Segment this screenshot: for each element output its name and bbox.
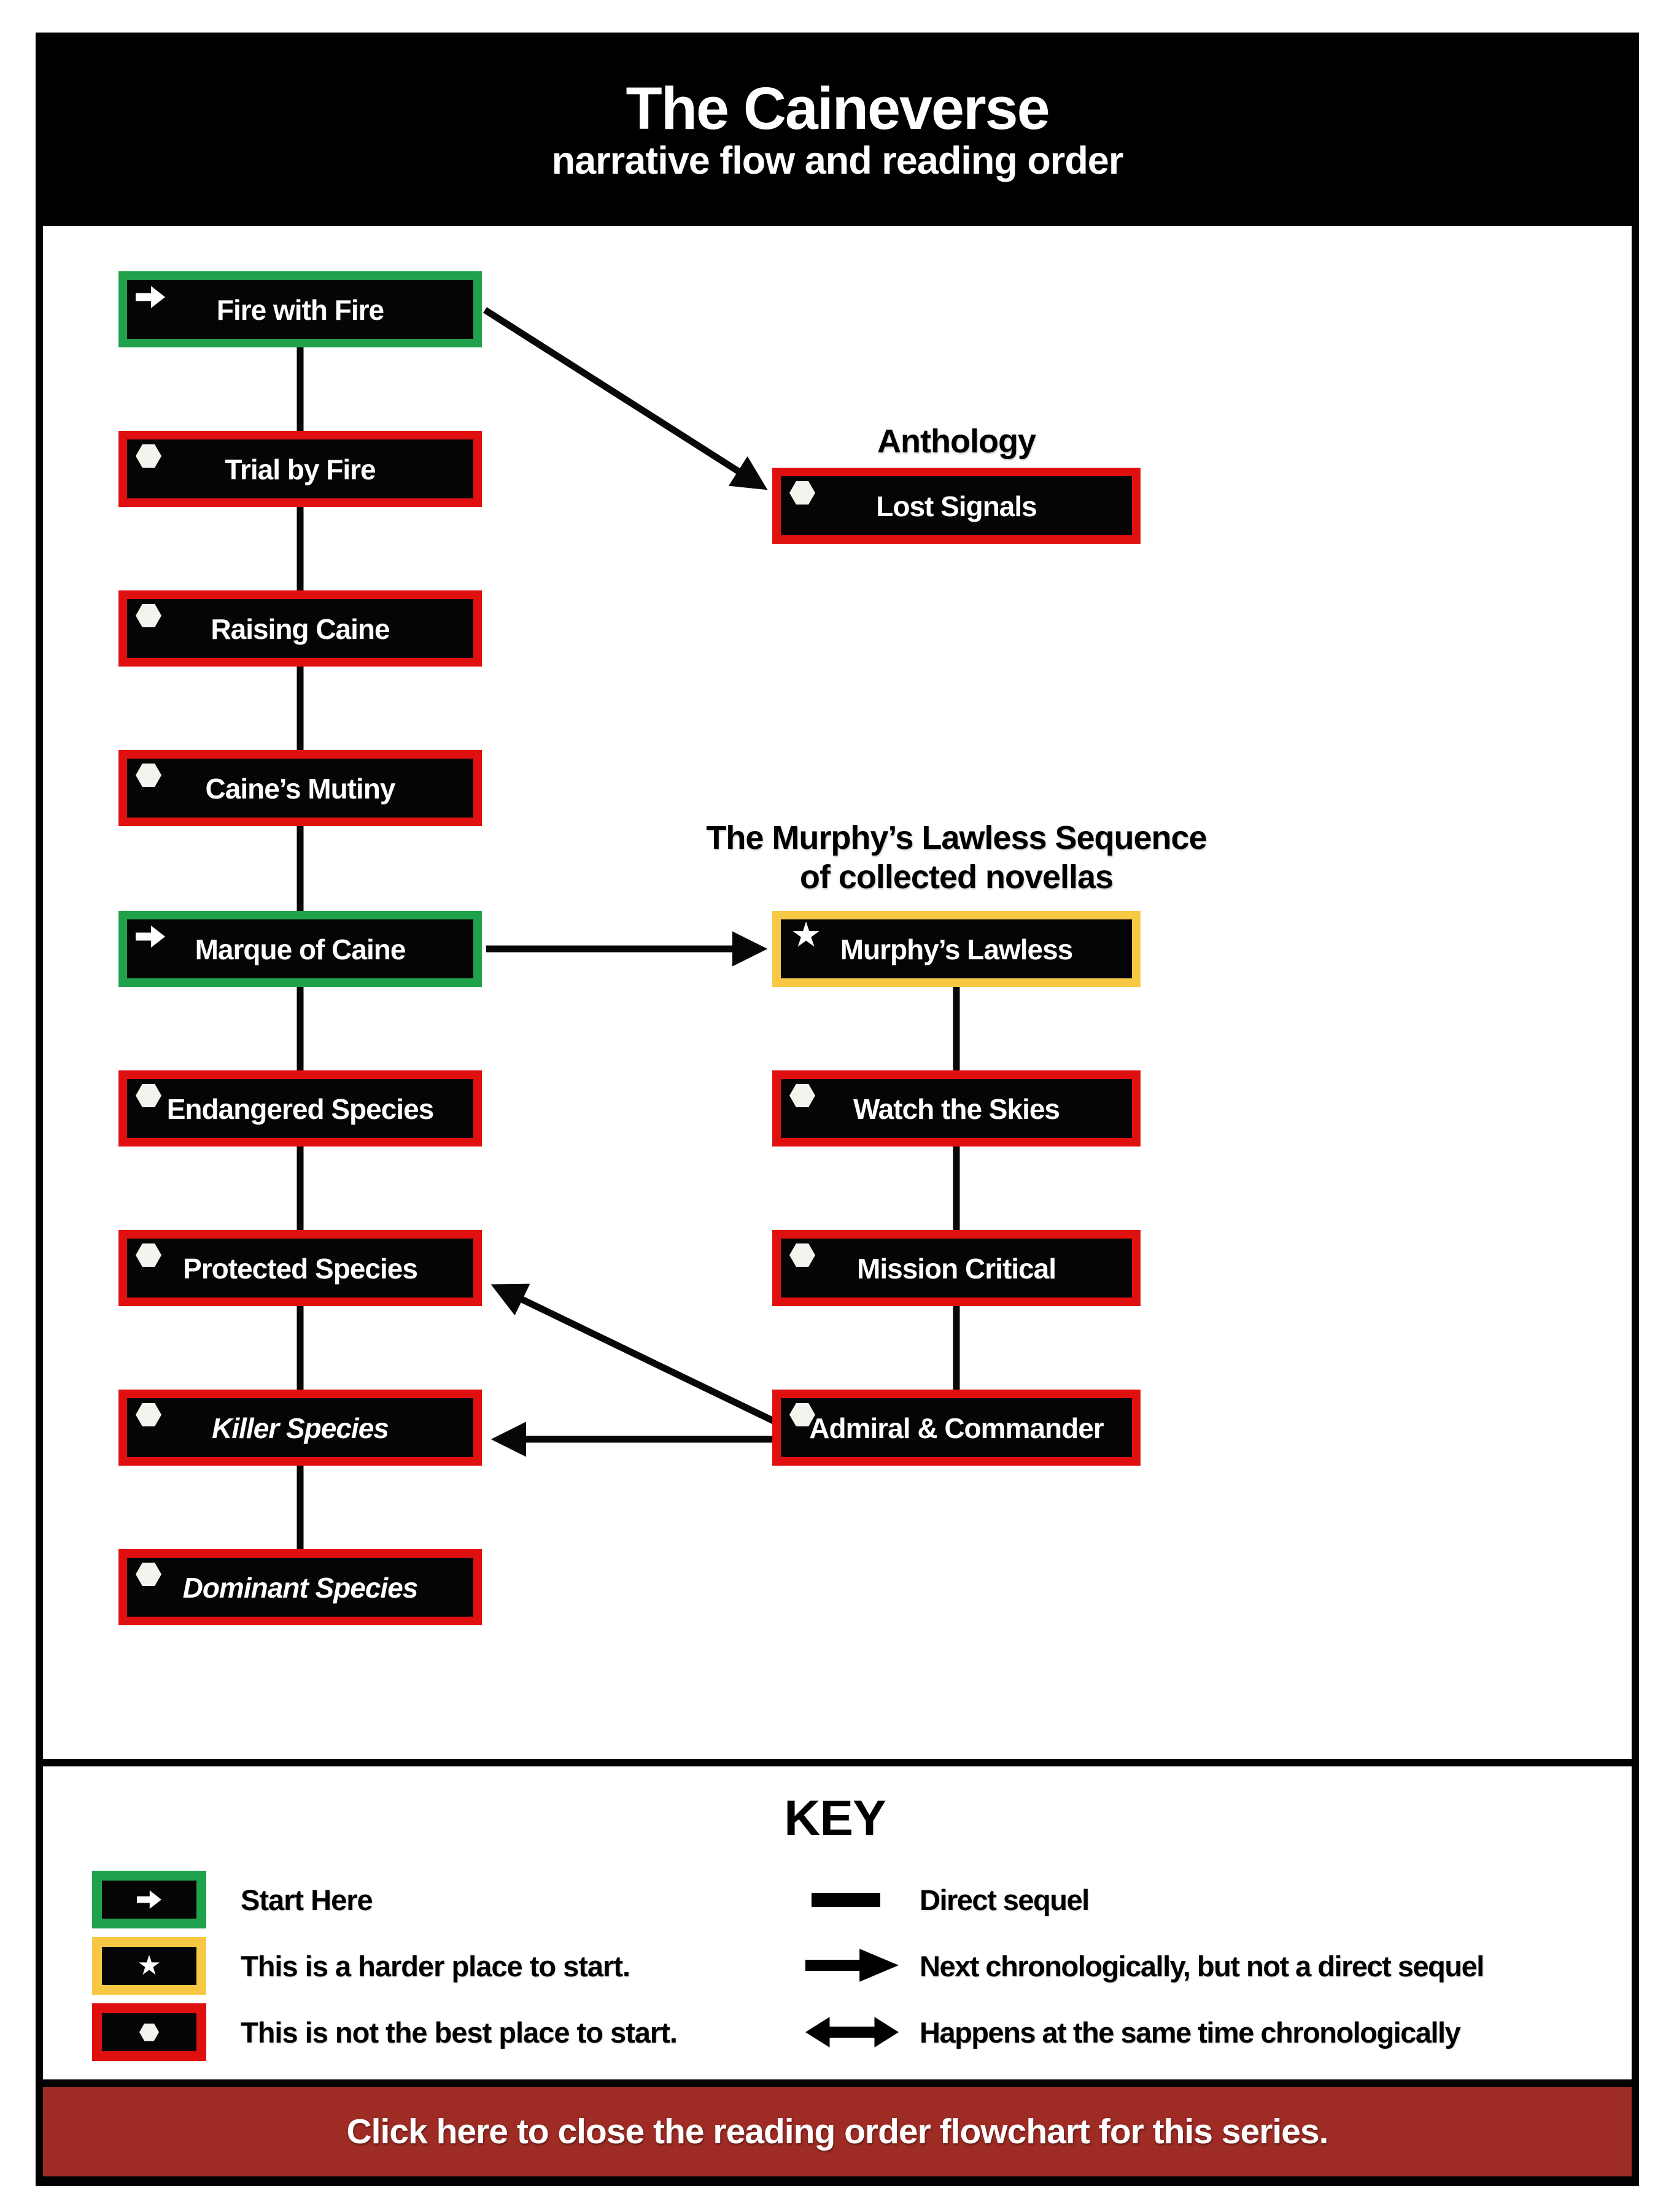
title-bar: The Caineverse narrative flow and readin… — [36, 33, 1639, 226]
node-label: Murphy’s Lawless — [840, 934, 1074, 965]
node-trial-by-fire: Trial by Fire — [118, 431, 482, 507]
node-fire-with-fire: Fire with Fire — [118, 271, 482, 347]
key-label-direct-sequel: Direct sequel — [920, 1883, 1090, 1916]
node-label: Marque of Caine — [195, 934, 406, 965]
node-label: Fire with Fire — [216, 294, 384, 326]
hexagon-icon — [136, 1403, 161, 1426]
node-lost-signals: Lost Signals — [772, 468, 1141, 544]
connector-fire-to-lostsignals — [483, 307, 768, 490]
page-subtitle: narrative flow and reading order — [551, 139, 1124, 182]
node-caines-mutiny: Caine’s Mutiny — [118, 750, 482, 826]
hexagon-icon — [789, 1243, 815, 1267]
key-label-next-chronologically: Next chronologically, but not a direct s… — [920, 1949, 1484, 1982]
key-area — [36, 1759, 1639, 2079]
murphys-sequence-heading-line1: The Murphy’s Lawless Sequence — [706, 819, 1207, 856]
close-flowchart-label: Click here to close the reading order fl… — [346, 2112, 1329, 2151]
key-label-harder: This is a harder place to start. — [241, 1949, 630, 1982]
star-icon: ★ — [137, 1950, 161, 1981]
connector-admiral-to-protected — [490, 1283, 777, 1425]
hexagon-icon — [136, 444, 161, 468]
key-swatch-not-best — [92, 2003, 206, 2061]
hexagon-icon — [136, 604, 161, 627]
node-label: Endangered Species — [166, 1093, 434, 1125]
start-arrow-icon — [136, 286, 165, 308]
start-arrow-icon — [136, 926, 165, 948]
key-swatch-start — [92, 1871, 206, 1928]
node-label: Caine’s Mutiny — [205, 773, 396, 805]
direct-sequel-line-icon — [812, 1893, 880, 1907]
page-title: The Caineverse — [626, 74, 1050, 142]
hexagon-icon — [136, 1243, 161, 1267]
node-label: Mission Critical — [857, 1253, 1056, 1285]
node-label: Dominant Species — [182, 1572, 419, 1604]
node-label: Protected Species — [183, 1253, 418, 1285]
close-flowchart-button[interactable]: Click here to close the reading order fl… — [36, 2079, 1639, 2186]
key-swatch-harder: ★ — [92, 1937, 206, 1995]
node-murphys-lawless: ★ Murphy’s Lawless — [772, 911, 1141, 987]
hexagon-icon — [789, 481, 815, 505]
key-label-start: Start Here — [241, 1883, 373, 1916]
hexagon-icon — [136, 1084, 161, 1107]
node-raising-caine: Raising Caine — [118, 590, 482, 667]
key-label-same-time: Happens at the same time chronologically — [920, 2016, 1461, 2049]
anthology-heading: Anthology — [877, 423, 1036, 460]
node-label: Admiral & Commander — [809, 1412, 1104, 1444]
node-killer-species: Killer Species — [118, 1390, 482, 1466]
start-arrow-icon — [137, 1890, 161, 1909]
node-admiral-commander: Admiral & Commander — [772, 1390, 1141, 1466]
star-icon: ★ — [791, 915, 822, 955]
node-label: Killer Species — [212, 1412, 389, 1444]
node-dominant-species: Dominant Species — [118, 1549, 482, 1625]
node-label: Lost Signals — [876, 490, 1037, 522]
hexagon-icon — [789, 1084, 815, 1107]
node-marque-of-caine: Marque of Caine — [118, 911, 482, 987]
node-protected-species: Protected Species — [118, 1230, 482, 1306]
node-label: Watch the Skies — [853, 1093, 1060, 1125]
hexagon-icon — [136, 1563, 161, 1586]
node-mission-critical: Mission Critical — [772, 1230, 1141, 1306]
key-heading: KEY — [784, 1790, 886, 1846]
key-label-not-best: This is not the best place to start. — [241, 2016, 678, 2049]
hexagon-icon — [136, 764, 161, 787]
node-label: Trial by Fire — [225, 454, 376, 485]
hexagon-icon — [139, 2023, 159, 2041]
murphys-sequence-heading-line2: of collected novellas — [799, 858, 1114, 895]
node-label: Raising Caine — [211, 613, 390, 645]
node-watch-the-skies: Watch the Skies — [772, 1070, 1141, 1147]
murphys-sequence-heading: The Murphy’s Lawless Sequence of collect… — [677, 819, 1236, 897]
node-endangered-species: Endangered Species — [118, 1070, 482, 1147]
